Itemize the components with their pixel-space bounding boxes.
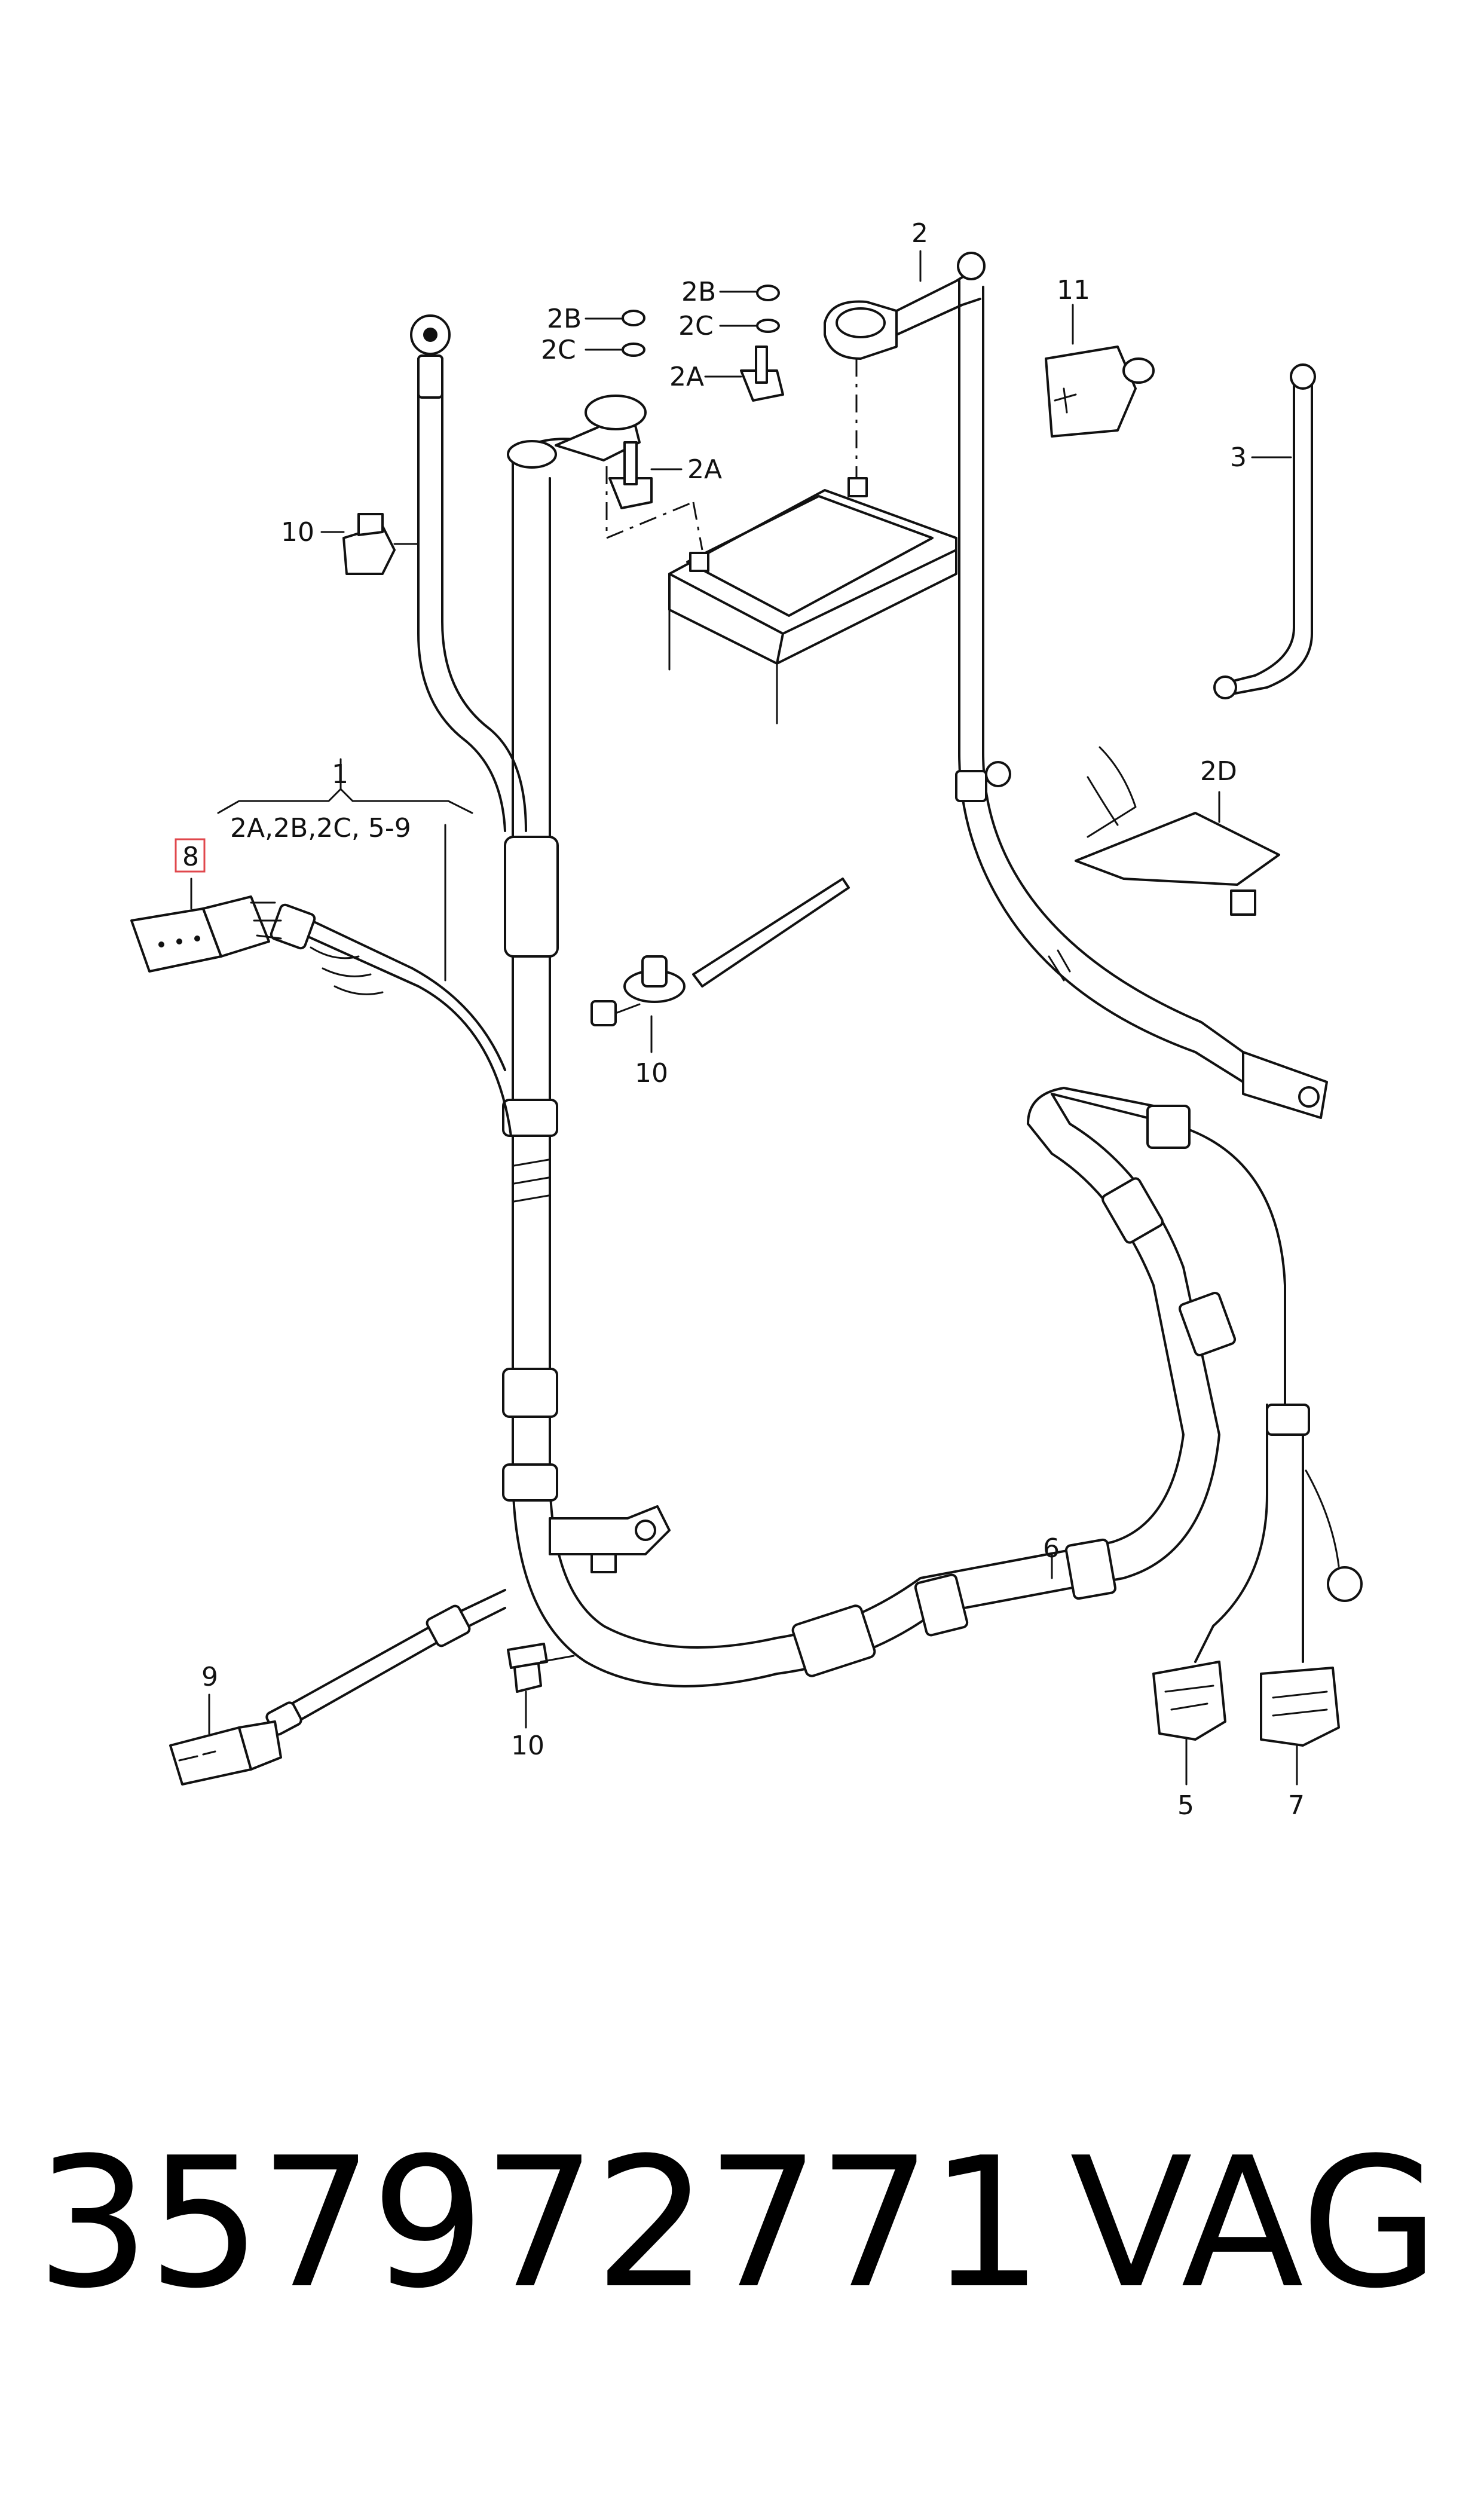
callout-2b-right: 2B: [681, 277, 716, 307]
part-number: 357972771: [36, 2119, 1044, 2328]
fuse-holder-11: [1045, 346, 1155, 438]
highlight-box-8: [175, 838, 206, 873]
bolt-2a-right: [740, 346, 784, 402]
callout-8: 8: [182, 842, 199, 872]
upper-left-cable: [410, 314, 527, 832]
callout-2c-left: 2C: [541, 335, 576, 365]
callout-10-bottom: 10: [511, 1731, 544, 1761]
nut-washer-left: [622, 310, 645, 357]
positive-cable-2: [824, 252, 1328, 1119]
battery: [668, 359, 957, 724]
callout-2d: 2D: [1200, 756, 1237, 787]
callout-10-top: 10: [281, 517, 314, 548]
callout-9: 9: [201, 1662, 218, 1692]
callout-2a-left: 2A: [687, 454, 722, 485]
brand-label: VAG: [1070, 2119, 1440, 2328]
callout-5: 5: [1177, 1790, 1194, 1821]
dashed-linkage: [605, 466, 703, 551]
connector-8: [130, 895, 282, 973]
callout-1-sub: 2A,2B,2C, 5-9: [230, 813, 411, 843]
leader-lines: [190, 250, 1298, 1786]
branch-8: [270, 903, 512, 1137]
callout-6: 6: [1043, 1533, 1060, 1564]
cable-tie-10-mid: [590, 878, 850, 1026]
wiring-harness-diagram: 1 2A,2B,2C, 5-9 2 2B 2C 2A 2B 2C 2A 2D 3…: [130, 218, 1363, 1821]
battery-negative-terminal: [507, 395, 647, 479]
clip-10-top: [342, 513, 420, 575]
sensor-lead-9: [169, 1589, 506, 1786]
ground-strap-3: [1213, 363, 1316, 699]
callout-labels: 1 2A,2B,2C, 5-9 2 2B 2C 2A 2B 2C 2A 2D 3…: [175, 218, 1305, 1821]
callout-10-mid: 10: [635, 1058, 668, 1089]
callout-11: 11: [1057, 275, 1090, 305]
clip-10-bottom: [507, 1643, 575, 1723]
bracket-2d: [1075, 746, 1280, 916]
branch-5-7: [1194, 1404, 1363, 1663]
callout-2a-right: 2A: [669, 362, 704, 392]
bolt-2a-left: [608, 441, 653, 509]
callout-7: 7: [1288, 1790, 1305, 1821]
connector-5: [1152, 1661, 1226, 1771]
nut-washer-right: [756, 285, 780, 333]
callout-3: 3: [1230, 442, 1247, 473]
harness-bracket: [549, 1505, 671, 1573]
callout-2: 2: [911, 218, 928, 249]
callout-1: 1: [332, 759, 348, 790]
callout-2b-left: 2B: [547, 304, 582, 334]
callout-2c-right: 2C: [678, 311, 714, 341]
cable-6: [776, 1087, 1286, 1677]
connector-7: [1260, 1667, 1340, 1771]
